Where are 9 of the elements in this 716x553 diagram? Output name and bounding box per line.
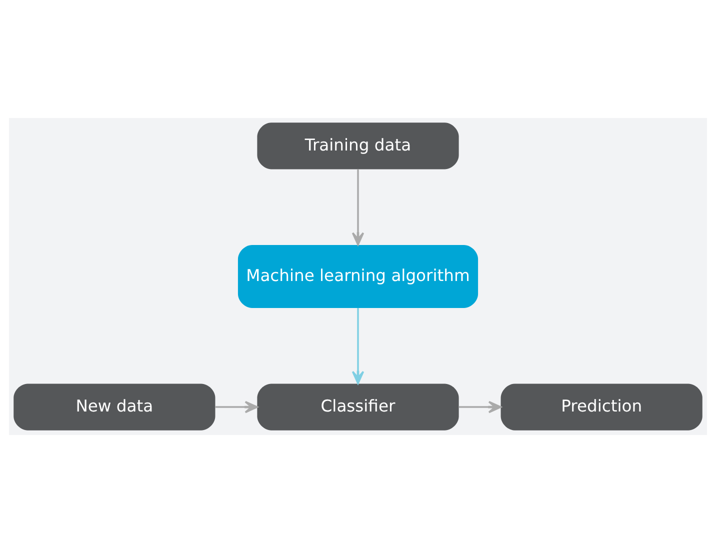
node-box: New data xyxy=(14,384,216,430)
node-box: Machine learning algorithm xyxy=(238,245,478,308)
arrow xyxy=(215,400,258,414)
node-box: Prediction xyxy=(500,384,702,430)
node-box: Classifier xyxy=(257,384,459,430)
arrow xyxy=(352,169,364,246)
node-box: Training data xyxy=(257,122,459,170)
arrow xyxy=(458,400,502,414)
arrow xyxy=(352,308,364,384)
